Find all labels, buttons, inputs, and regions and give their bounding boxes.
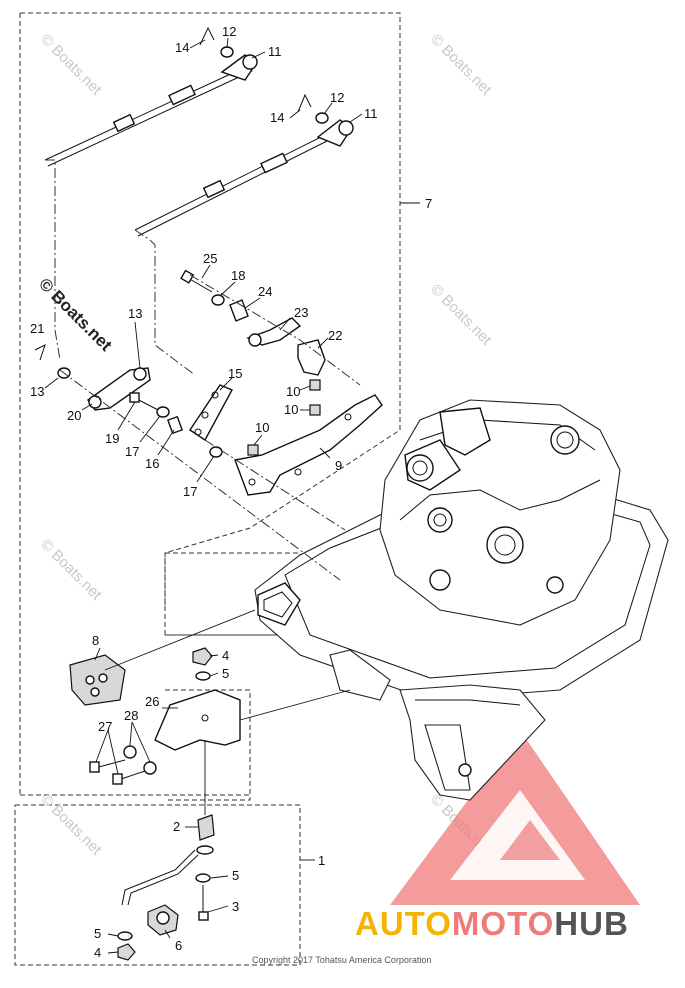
callout-15: 15 (228, 366, 242, 381)
callout-19: 19 (105, 431, 119, 446)
watermark-3: © Boats.net (427, 281, 495, 349)
callout-10: 10 (255, 420, 269, 435)
callout-17: 17 (183, 484, 197, 499)
callout-26: 26 (145, 694, 159, 709)
callout-13: 13 (128, 306, 142, 321)
callout-10: 10 (284, 402, 298, 417)
brand-part-auto: AUTO (355, 905, 452, 942)
brand-part-moto: MOTO (452, 905, 554, 942)
callout-25: 25 (203, 251, 217, 266)
callout-5: 5 (222, 666, 229, 681)
callout-10: 10 (286, 384, 300, 399)
callouts: 14 12 11 12 14 11 7 25 18 24 23 22 13 21… (30, 24, 432, 960)
callout-23: 23 (294, 305, 308, 320)
brand-part-hub: HUB (554, 905, 629, 942)
brand-triangle-core (500, 820, 560, 860)
watermark-dark: © Boats.net (35, 274, 116, 355)
callout-11: 11 (364, 106, 378, 121)
copyright-text: Copyright 2017 Tohatsu America Corporati… (252, 955, 431, 965)
callout-5: 5 (94, 926, 101, 941)
watermark-1: © Boats.net (37, 31, 105, 99)
callout-28: 28 (124, 708, 138, 723)
callout-20: 20 (67, 408, 81, 423)
watermark-4: © Boats.net (37, 536, 105, 604)
watermark-2: © Boats.net (427, 31, 495, 99)
leader-lines (44, 37, 363, 954)
callout-6: 6 (175, 938, 182, 953)
callout-27: 27 (98, 719, 112, 734)
linkage-parts (34, 159, 383, 581)
callout-14: 14 (175, 40, 189, 55)
callout-5: 5 (232, 868, 239, 883)
engine-outline (254, 399, 669, 801)
callout-18: 18 (231, 268, 245, 283)
callout-7: 7 (425, 196, 432, 211)
callout-17: 17 (125, 444, 139, 459)
watermark-6: © Boats.net (37, 791, 105, 859)
callout-22: 22 (328, 328, 342, 343)
callout-9: 9 (335, 458, 342, 473)
callout-2: 2 (173, 819, 180, 834)
callout-4: 4 (222, 648, 229, 663)
throttle-cables (44, 26, 354, 237)
callout-3: 3 (232, 899, 239, 914)
callout-11: 11 (268, 44, 282, 59)
callout-4: 4 (94, 945, 101, 960)
callout-12: 12 (330, 90, 344, 105)
callout-12: 12 (222, 24, 236, 39)
callout-14: 14 (270, 110, 284, 125)
callout-24: 24 (258, 284, 272, 299)
callout-21: 21 (30, 321, 44, 336)
lower-parts (69, 609, 351, 961)
callout-1: 1 (318, 853, 325, 868)
brand-wordmark: AUTOMOTOHUB (355, 905, 629, 942)
callout-8: 8 (92, 633, 99, 648)
callout-13: 13 (30, 384, 44, 399)
callout-16: 16 (145, 456, 159, 471)
brand-logo (390, 730, 640, 905)
